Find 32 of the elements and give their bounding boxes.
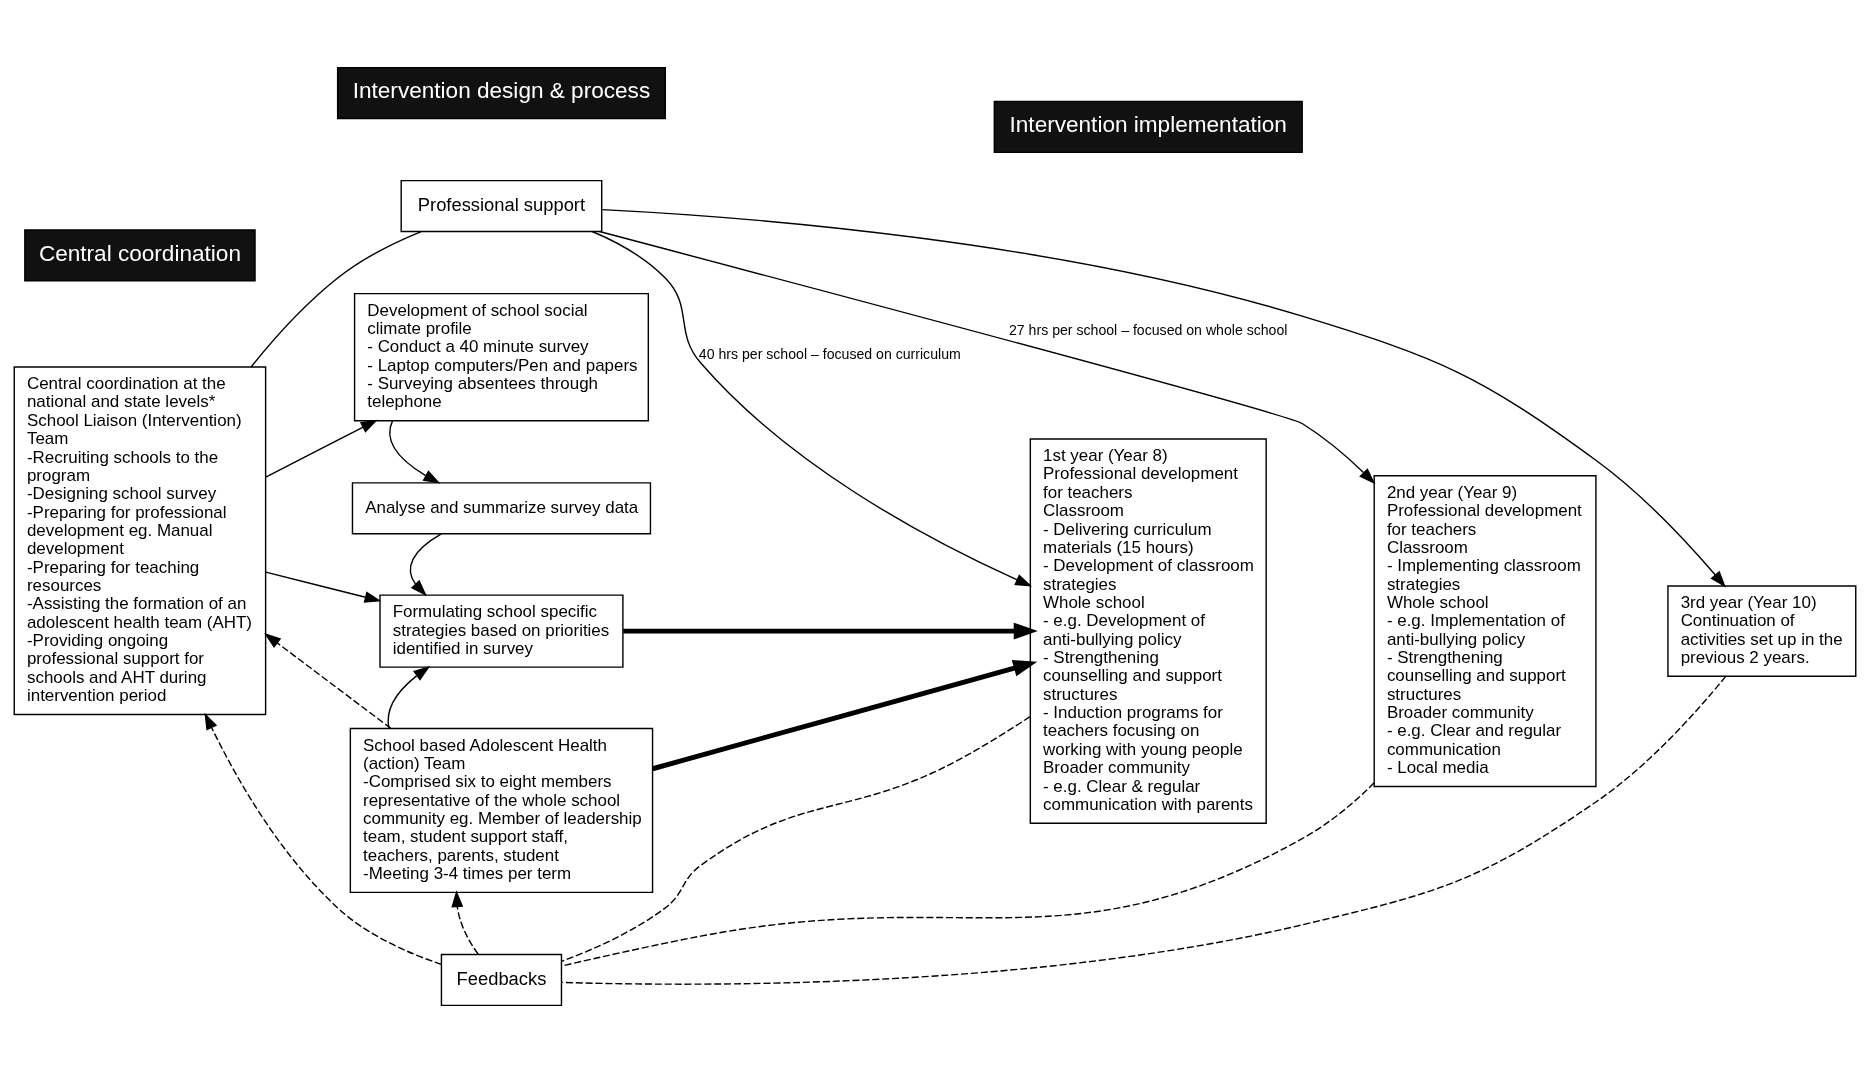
node-box: Central coordination at the national and state levels* School Liaison (Intervention) Team -Recruiting schools to the program -Designing school survey -Preparing for professional development eg. Manual development -Preparing for teaching resources -Assisting the formation of an adolescent health team (AHT) -Providing ongoing professional support for schools and AHT during intervention period — [13, 365, 267, 715]
arrow — [651, 659, 1038, 771]
node-box: 1st year (Year 8) Professional development for teachers Classroom - Delivering curriculum materials (15 hours) - Development of classroom strategies Whole school - e.g. Development of anti-bullying policy - Strengthening counselling and support structures - Induction programs for teachers focusing on working with young people Broader community - e.g. Clear & regular communication with parents — [1029, 437, 1267, 824]
node-box: Professional support — [400, 179, 603, 232]
node-box: Feedbacks — [440, 953, 563, 1006]
node-box: Analyse and summarize survey data — [351, 481, 652, 534]
arrow — [265, 570, 382, 603]
arrow — [204, 712, 442, 965]
edge-label: 27 hrs per school – focused on whole school — [1009, 321, 1288, 338]
connector — [250, 230, 422, 368]
node-box: Development of school social climate profile - Conduct a 40 minute survey - Laptop computers/Pen and papers - Surveying absentees through telephone — [353, 292, 650, 421]
node-box: Central coordination — [24, 228, 256, 282]
arrow — [598, 230, 1376, 484]
arrow — [601, 208, 1726, 587]
node-box: School based Adolescent Health (action) Team -Comprised six to eight members representative of the whole school community eg. Member of leadership team, student support staff, teachers, parents, student -Meeting 3-4 times per term — [349, 727, 654, 893]
node-box: 3rd year (Year 10) Continuation of activities set up in the previous 2 years. — [1667, 584, 1857, 677]
node-box: Intervention design & process — [336, 66, 666, 119]
connector — [560, 781, 1375, 967]
arrow — [265, 419, 378, 478]
connector — [560, 715, 1031, 962]
node-box: Intervention implementation — [993, 100, 1303, 153]
arrow — [591, 230, 1033, 587]
arrow — [409, 532, 442, 596]
node-box: Formulating school specific strategies based on priorities identified in survey — [379, 593, 624, 668]
arrow — [264, 632, 392, 729]
arrow — [387, 665, 431, 729]
arrow — [623, 622, 1038, 640]
edge-label: 40 hrs per school – focused on curriculum — [698, 345, 961, 362]
arrow — [451, 889, 479, 955]
connector — [560, 675, 1727, 985]
arrow — [389, 419, 441, 484]
node-box: 2nd year (Year 9) Professional development for teachers Classroom - Implementing classroom strategies Whole school - e.g. Implementation of anti-bullying policy - Strengthening counselling and support structures Broader community - e.g. Clear and regular communication - Local media — [1373, 474, 1597, 787]
